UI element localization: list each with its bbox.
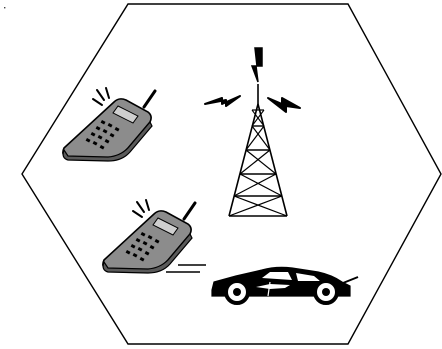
motion-lines-icon bbox=[166, 265, 206, 272]
ring-lines-icon bbox=[133, 200, 149, 217]
car-icon bbox=[212, 267, 358, 303]
mobile-phone-icon bbox=[63, 88, 155, 161]
ring-lines-icon bbox=[93, 88, 109, 105]
radio-tower-icon bbox=[205, 48, 300, 216]
lightning-bolt-icon bbox=[205, 96, 240, 106]
lightning-bolt-icon bbox=[252, 48, 262, 82]
mobile-phone-icon bbox=[103, 200, 195, 273]
lightning-bolt-icon bbox=[268, 98, 300, 112]
corner-mark bbox=[4, 7, 5, 8]
